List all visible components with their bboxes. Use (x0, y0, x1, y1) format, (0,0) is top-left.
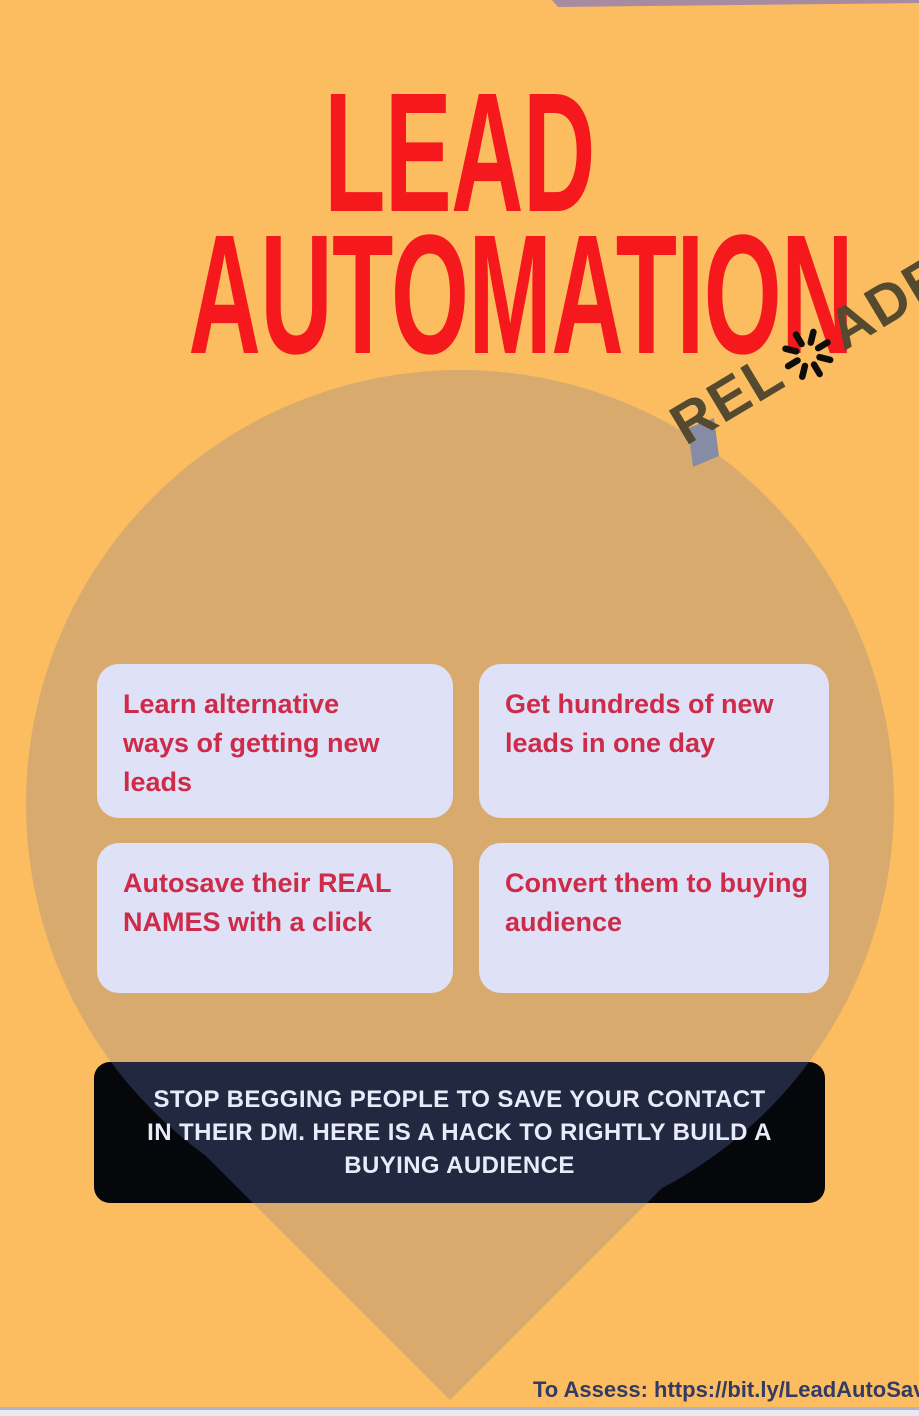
banner-line-2: IN THEIR DM. HERE IS A HACK TO RIGHTLY B… (147, 1119, 772, 1146)
poster-title: LEAD AUTOMATION (0, 58, 919, 390)
card-text-line: leads in one day (505, 728, 716, 758)
card-text-line: audience (505, 907, 623, 937)
card-text-line: Get hundreds of new (505, 689, 774, 719)
loading-spinner-icon (782, 328, 834, 380)
bottom-edge-strip (0, 1410, 919, 1416)
headline-banner: STOP BEGGING PEOPLE TO SAVE YOUR CONTACT… (94, 1062, 825, 1203)
card-text-line: leads (123, 767, 193, 797)
banner-line-3: BUYING AUDIENCE (344, 1152, 575, 1179)
footer-access-link[interactable]: To Assess: https://bit.ly/LeadAutoSave (533, 1377, 919, 1402)
benefit-card-1: Learn alternative ways of getting new le… (97, 664, 453, 818)
benefit-cards: Learn alternative ways of getting new le… (97, 664, 829, 993)
benefit-card-3: Autosave their REAL NAMES with a click (97, 843, 453, 993)
top-edge-strip (552, 0, 919, 7)
card-text-line: NAMES with a click (123, 907, 373, 937)
bottom-edge-line (0, 1407, 919, 1410)
card-text-line: Learn alternative (123, 689, 340, 719)
card-text-line: Autosave their REAL (123, 868, 392, 898)
benefit-card-2: Get hundreds of new leads in one day (479, 664, 829, 818)
card-text-line: Convert them to buying (505, 868, 808, 898)
banner-line-1: STOP BEGGING PEOPLE TO SAVE YOUR CONTACT (153, 1086, 766, 1113)
reloaded-badge: REL ADED (660, 220, 919, 457)
badge-shadow-fragment (688, 418, 719, 467)
card-text-line: ways of getting new (123, 728, 380, 758)
title-line-1: LEAD (324, 58, 595, 248)
benefit-card-4: Convert them to buying audience (479, 843, 829, 993)
title-line-2: AUTOMATION (188, 200, 853, 390)
banner-pin-overlay (94, 1062, 825, 1203)
